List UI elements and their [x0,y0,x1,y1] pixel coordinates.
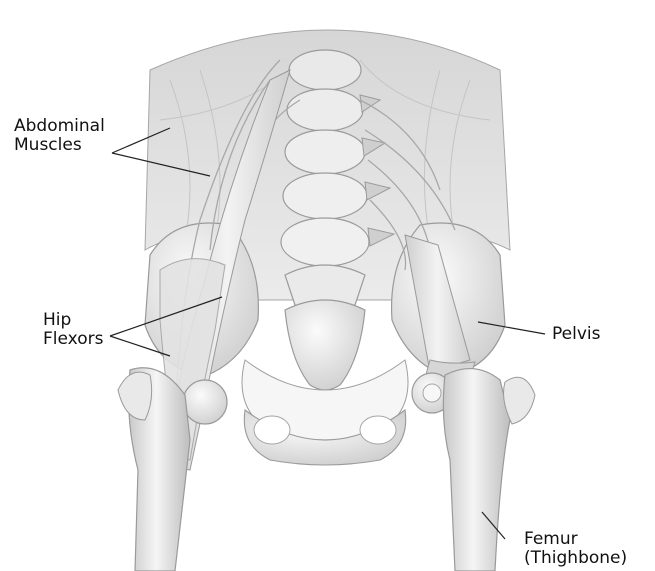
abdominal-label-line-1: Abdominal [14,117,105,136]
hip-flexors-label: Hip Flexors [43,311,103,349]
femur-label-line-2: (Thighbone) [524,549,627,568]
abdominal-muscles-label: Abdominal Muscles [14,117,105,155]
right-obturator-foramen [360,416,396,444]
abdominal-label-line-2: Muscles [14,136,105,155]
left-greater-trochanter [118,372,152,420]
left-obturator-foramen [254,416,290,444]
sacrum [285,300,365,390]
femur-label-line-1: Femur [524,530,627,549]
femur-label: Femur (Thighbone) [524,530,627,568]
left-femoral-head [183,380,227,424]
right-femur [443,369,510,571]
hip-flexors-label-line-2: Flexors [43,330,103,349]
hip-flexors-label-line-1: Hip [43,311,103,330]
pelvis-label: Pelvis [552,325,600,344]
